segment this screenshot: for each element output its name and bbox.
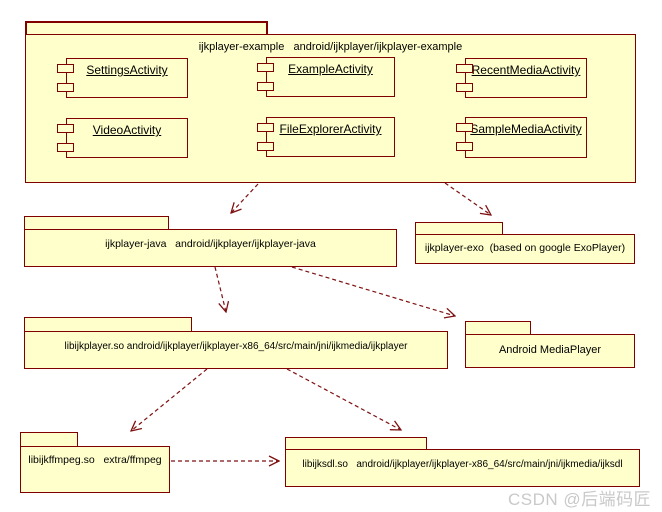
- component-icon: [57, 83, 74, 92]
- component-label: ExampleActivity: [288, 62, 373, 76]
- component-icon: [456, 123, 473, 132]
- component-icon: [57, 124, 74, 133]
- package-libijkplayer: libijkplayer.so android/ijkplayer/ijkpla…: [24, 331, 448, 369]
- package-ijkplayer-exo: ijkplayer-exo (based on google ExoPlayer…: [415, 234, 635, 264]
- package-android-mediaplayer: Android MediaPlayer: [465, 334, 635, 368]
- package-title: libijkffmpeg.so extra/ffmpeg: [28, 454, 162, 466]
- component-recent-media-activity: RecentMediaActivity: [456, 58, 587, 98]
- package-tab-ijkplayer-java: [24, 216, 169, 230]
- package-libijkffmpeg: libijkffmpeg.so extra/ffmpeg: [20, 446, 170, 493]
- package-ijkplayer-java: ijkplayer-java android/ijkplayer/ijkplay…: [24, 229, 397, 267]
- package-title: Android MediaPlayer: [498, 344, 602, 356]
- component-label: RecentMediaActivity: [471, 63, 581, 77]
- edge-libijkplayer.so-to-libijkffmpeg.so: [131, 368, 208, 431]
- component-label: SampleMediaActivity: [470, 122, 582, 136]
- package-title: ijkplayer-java android/ijkplayer/ijkplay…: [105, 238, 316, 250]
- component-label: VideoActivity: [92, 123, 162, 137]
- package-tab-android-mediaplayer: [465, 321, 531, 335]
- package-title: libijkplayer.so android/ijkplayer/ijkpla…: [64, 341, 408, 352]
- component-icon: [257, 82, 274, 91]
- component-icon: [257, 142, 274, 151]
- component-sample-media-activity: SampleMediaActivity: [456, 117, 587, 158]
- package-tab-libijkffmpeg: [20, 432, 78, 447]
- component-icon: [456, 142, 473, 151]
- edge-ijkplayer-java-to-Android MediaPlayer: [291, 266, 455, 316]
- csdn-watermark: CSDN @后端码匠: [508, 490, 652, 509]
- component-icon: [257, 123, 274, 132]
- component-icon: [456, 64, 473, 73]
- component-icon: [257, 63, 274, 72]
- component-example-activity: ExampleActivity: [257, 57, 395, 97]
- edge-ijkplayer-java-to-libijkplayer.so: [214, 266, 226, 312]
- package-title: ijkplayer-example android/ijkplayer/ijkp…: [198, 41, 463, 53]
- edge-libijkplayer.so-to-libijksdl.so: [286, 368, 401, 430]
- component-settings-activity: SettingsActivity: [57, 58, 188, 98]
- package-title: ijkplayer-exo (based on google ExoPlayer…: [424, 242, 626, 254]
- component-video-activity: VideoActivity: [57, 118, 188, 158]
- component-icon: [57, 143, 74, 152]
- edge-ijkplayer-example-to-ijkplayer-exo: [444, 182, 491, 215]
- package-tab-libijkplayer: [24, 317, 192, 332]
- package-title: libijksdl.so android/ijkplayer/ijkplayer…: [302, 459, 623, 470]
- component-label: SettingsActivity: [86, 63, 168, 77]
- edge-ijkplayer-example-to-ijkplayer-java: [231, 183, 259, 213]
- component-label: FileExplorerActivity: [279, 122, 382, 136]
- component-file-explorer-activity: FileExplorerActivity: [257, 117, 395, 157]
- component-icon: [456, 83, 473, 92]
- package-libijksdl: libijksdl.so android/ijkplayer/ijkplayer…: [285, 449, 640, 487]
- component-icon: [57, 64, 74, 73]
